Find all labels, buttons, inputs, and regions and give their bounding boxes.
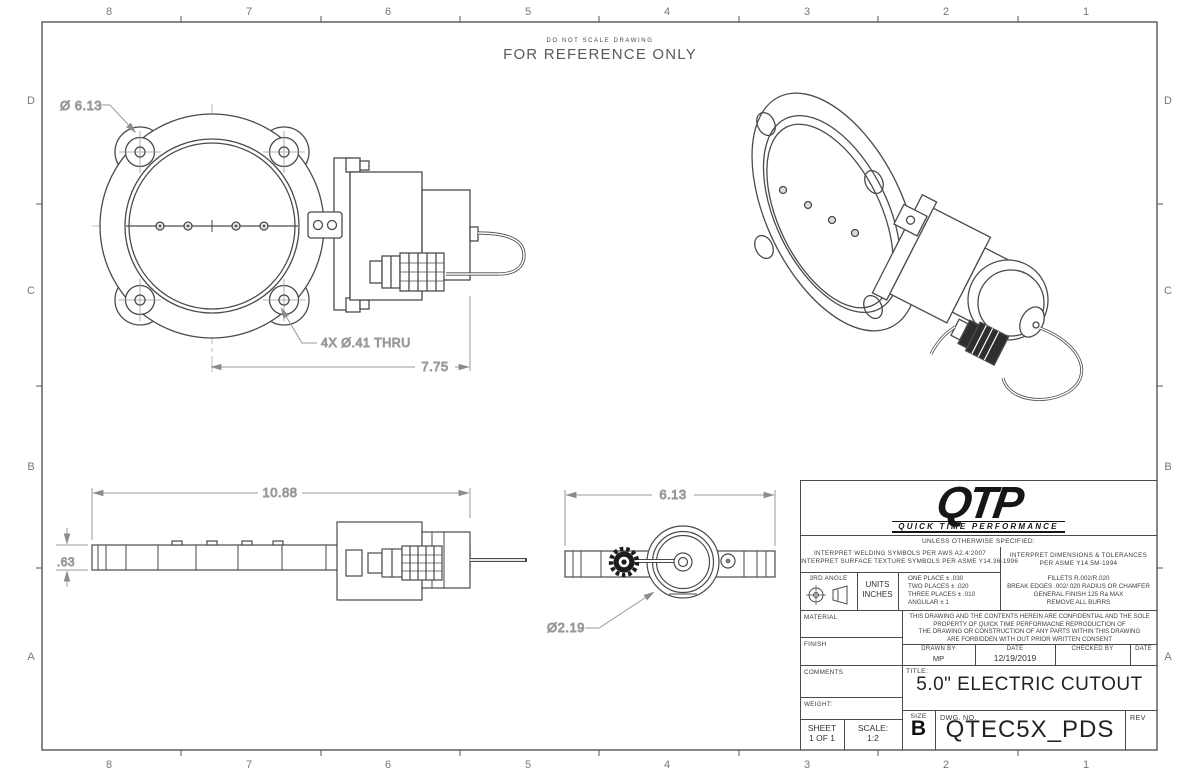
finish-note-line: BREAK EDGES .002/.020 RADIUS OR CHAMFER [1007, 583, 1150, 590]
finish-note-line: REMOVE ALL BURRS [1046, 599, 1111, 606]
material-label: MATERIAL [804, 614, 838, 621]
unless-otherwise-note: UNLESS OTHERWISE SPECIFIED: [921, 538, 1036, 545]
qtp-logo-text: QTP [933, 476, 1024, 528]
svg-text:A: A [1164, 651, 1172, 663]
drawn-by-value: MP [932, 654, 945, 663]
finish-label: FINISH [804, 641, 827, 648]
svg-text:D: D [1164, 95, 1172, 107]
svg-text:C: C [1164, 285, 1172, 297]
rev-label: REV [1130, 713, 1146, 722]
end-view-drawing [564, 525, 776, 599]
dim-bolt-holes: 4X Ø.41 THRU [321, 336, 411, 350]
third-angle-projection-icon [806, 585, 848, 605]
front-view-dimensions: Ø 6.13 4X Ø.41 THRU 7.75 [60, 98, 471, 375]
svg-text:6: 6 [385, 759, 391, 771]
date-label: DATE [1006, 646, 1024, 652]
svg-text:6: 6 [385, 6, 391, 18]
svg-text:B: B [27, 461, 34, 473]
finish-notes: FILLETS R.002/R.020 BREAK EDGES .002/.02… [1000, 575, 1157, 607]
finish-note-line: GENERAL FINISH 125 Ra MAX [1033, 591, 1124, 598]
svg-text:C: C [27, 285, 35, 297]
side-view-dimensions: 10.88 .63 [56, 485, 471, 587]
size-value: B [910, 717, 927, 740]
confidential-line: THE DRAWING OR CONSTRUCTION OF ANY PARTS… [918, 628, 1141, 636]
sheet-value: 1 OF 1 [809, 733, 835, 743]
zone-labels: 8 7 6 5 4 3 2 1 8 7 6 5 4 3 2 1 D C B A … [27, 6, 1172, 771]
svg-text:8: 8 [106, 6, 112, 18]
svg-text:5: 5 [525, 6, 531, 18]
interpret-welding-note: INTERPRET WELDING SYMBOLS PER AWS A2.4:2… [813, 550, 987, 557]
for-reference-note: FOR REFERENCE ONLY [503, 46, 697, 63]
size-label: SIZE [910, 713, 927, 720]
tolerance-line: TWO PLACES ± .020 [908, 583, 969, 590]
scale-label: SCALE: [857, 723, 889, 733]
svg-text:8: 8 [106, 759, 112, 771]
svg-text:7: 7 [246, 759, 252, 771]
dim-flange-width: 6.13 [659, 487, 686, 502]
checked-by-label: CHECKED BY [1071, 646, 1114, 652]
interpret-dims-note-1: INTERPRET DIMENSIONS & TOLERANCES [1009, 552, 1148, 559]
tolerance-line: THREE PLACES ± .010 [908, 591, 976, 598]
svg-text:A: A [27, 651, 35, 663]
svg-text:3: 3 [804, 6, 810, 18]
front-view-drawing [92, 104, 526, 372]
scale-value: 1:2 [867, 733, 879, 743]
comments-label: COMMENTS [804, 669, 844, 676]
dim-overall-length: 10.88 [262, 485, 297, 500]
do-not-scale-note: DO NOT SCALE DRAWING [546, 38, 654, 44]
isometric-view-drawing [751, 92, 1084, 401]
confidential-line: PROPERTY OF QUICK TIME PERFORMACNE REPRO… [933, 620, 1126, 628]
confidential-line: THIS DRAWING AND THE CONTENTS HEREIN ARE… [909, 613, 1150, 620]
drawing-title: 5.0" ELECTRIC CUTOUT [916, 674, 1143, 695]
svg-text:B: B [1164, 461, 1171, 473]
svg-text:4: 4 [664, 6, 670, 18]
qtp-logo: QTP QUICK TIME PERFORMANCE [800, 476, 1157, 535]
units-cell: UNITS INCHES [857, 580, 898, 600]
dim-overall-width: 7.75 [421, 359, 448, 374]
dwg-no-value: QTEC5X_PDS [945, 716, 1115, 743]
qtp-logo-subtext: QUICK TIME PERFORMANCE [892, 520, 1065, 533]
interpret-dims-note-2: PER ASME Y14.5M-1994 [1039, 560, 1118, 567]
svg-text:4: 4 [664, 759, 670, 771]
dim-flange-od: Ø 6.13 [60, 98, 102, 113]
finish-note-line: FILLETS R.002/R.020 [1047, 575, 1110, 582]
svg-text:7: 7 [246, 6, 252, 18]
title-label: TITLE: [906, 668, 929, 675]
sheet-cell: SHEET 1 OF 1 [800, 723, 844, 743]
dwg-no-label: DWG. NO. [940, 713, 977, 722]
units-value: INCHES [862, 590, 893, 599]
svg-text:2: 2 [943, 6, 949, 18]
drawn-by-label: DRAWN BY [921, 646, 956, 652]
third-angle-label: 3RD ANGLE [809, 575, 848, 582]
svg-text:2: 2 [943, 759, 949, 771]
title-block: QTP QUICK TIME PERFORMANCE UNLESS OTHERW… [800, 476, 1157, 750]
tolerance-line: ANGULAR ± 1 [908, 599, 949, 606]
side-view-drawing [91, 521, 527, 601]
checked-date-label: DATE [1135, 646, 1152, 652]
sheet-border [36, 16, 1163, 756]
date-value: 12/19/2019 [993, 653, 1037, 663]
dim-flange-thickness: .63 [57, 555, 75, 569]
tolerance-line: ONE PLACE ± .030 [908, 575, 964, 582]
dim-motor-od: Ø2.19 [547, 620, 585, 635]
scale-cell: SCALE: 1:2 [844, 723, 902, 743]
svg-text:D: D [27, 95, 35, 107]
end-view-dimensions: 6.13 Ø2.19 [547, 487, 776, 636]
units-label: UNITS [865, 580, 890, 589]
sheet-label: SHEET [807, 723, 837, 733]
weight-label: WEIGHT: [804, 701, 833, 708]
svg-text:5: 5 [525, 759, 531, 771]
svg-text:1: 1 [1083, 759, 1089, 771]
tolerance-notes: ONE PLACE ± .030 TWO PLACES ± .020 THREE… [908, 575, 975, 607]
confidential-note: THIS DRAWING AND THE CONTENTS HEREIN ARE… [902, 613, 1157, 644]
svg-text:3: 3 [804, 759, 810, 771]
confidential-line: ARE FORBIDDEN WITH OUT PRIOR WRITTEN CON… [946, 636, 1112, 644]
svg-text:1: 1 [1083, 6, 1089, 18]
interpret-surface-note: INTERPRET SURFACE TEXTURE SYMBOLS PER AS… [800, 558, 1019, 565]
